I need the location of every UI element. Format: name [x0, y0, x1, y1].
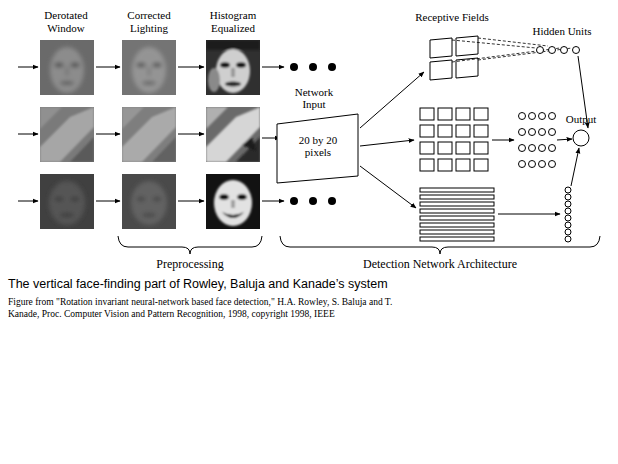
column-header: Derotated Window [32, 9, 100, 35]
output-unit [573, 130, 589, 146]
bracket [118, 236, 262, 254]
node-heading: Network Input [284, 86, 344, 110]
face-image [40, 40, 94, 95]
hidden-unit [565, 187, 571, 242]
receptive-field [420, 108, 488, 171]
flow-arrow [498, 214, 560, 215]
column-header: Histogram Equalized [198, 9, 268, 35]
nonface-image [206, 107, 260, 162]
connection-lines [452, 38, 572, 62]
plane-shape [277, 114, 358, 183]
face-image [206, 40, 260, 95]
flow-arrow [492, 140, 514, 141]
face-image [206, 174, 260, 229]
face-image [122, 40, 176, 95]
receptive-field [430, 36, 478, 80]
nonface-image [122, 107, 176, 162]
hidden-unit [519, 113, 556, 168]
output-label: Output [557, 113, 605, 126]
bracket [280, 236, 600, 254]
stage-label: Receptive Fields [400, 11, 504, 24]
caption: The vertical face-finding part of Rowley… [8, 277, 612, 291]
receptive-field [420, 188, 494, 241]
flow-arrows [18, 67, 284, 201]
face-image [122, 174, 176, 229]
bracket-label: Detection Network Architecture [320, 257, 560, 271]
face-image [40, 174, 94, 229]
column-header: Corrected Lighting [114, 9, 184, 35]
fanout-arrows [360, 72, 424, 208]
node-text: 20 by 20 pixels [290, 134, 346, 158]
hidden-unit [537, 47, 580, 54]
stage-label: Hidden Units [512, 25, 612, 38]
credit-text: Figure from "Rotation invariant neural-n… [8, 296, 400, 320]
nonface-image [40, 107, 94, 162]
input-plane: Network Input 20 by 20 pixels [274, 86, 362, 184]
bracket-label: Preprocessing [120, 257, 260, 271]
